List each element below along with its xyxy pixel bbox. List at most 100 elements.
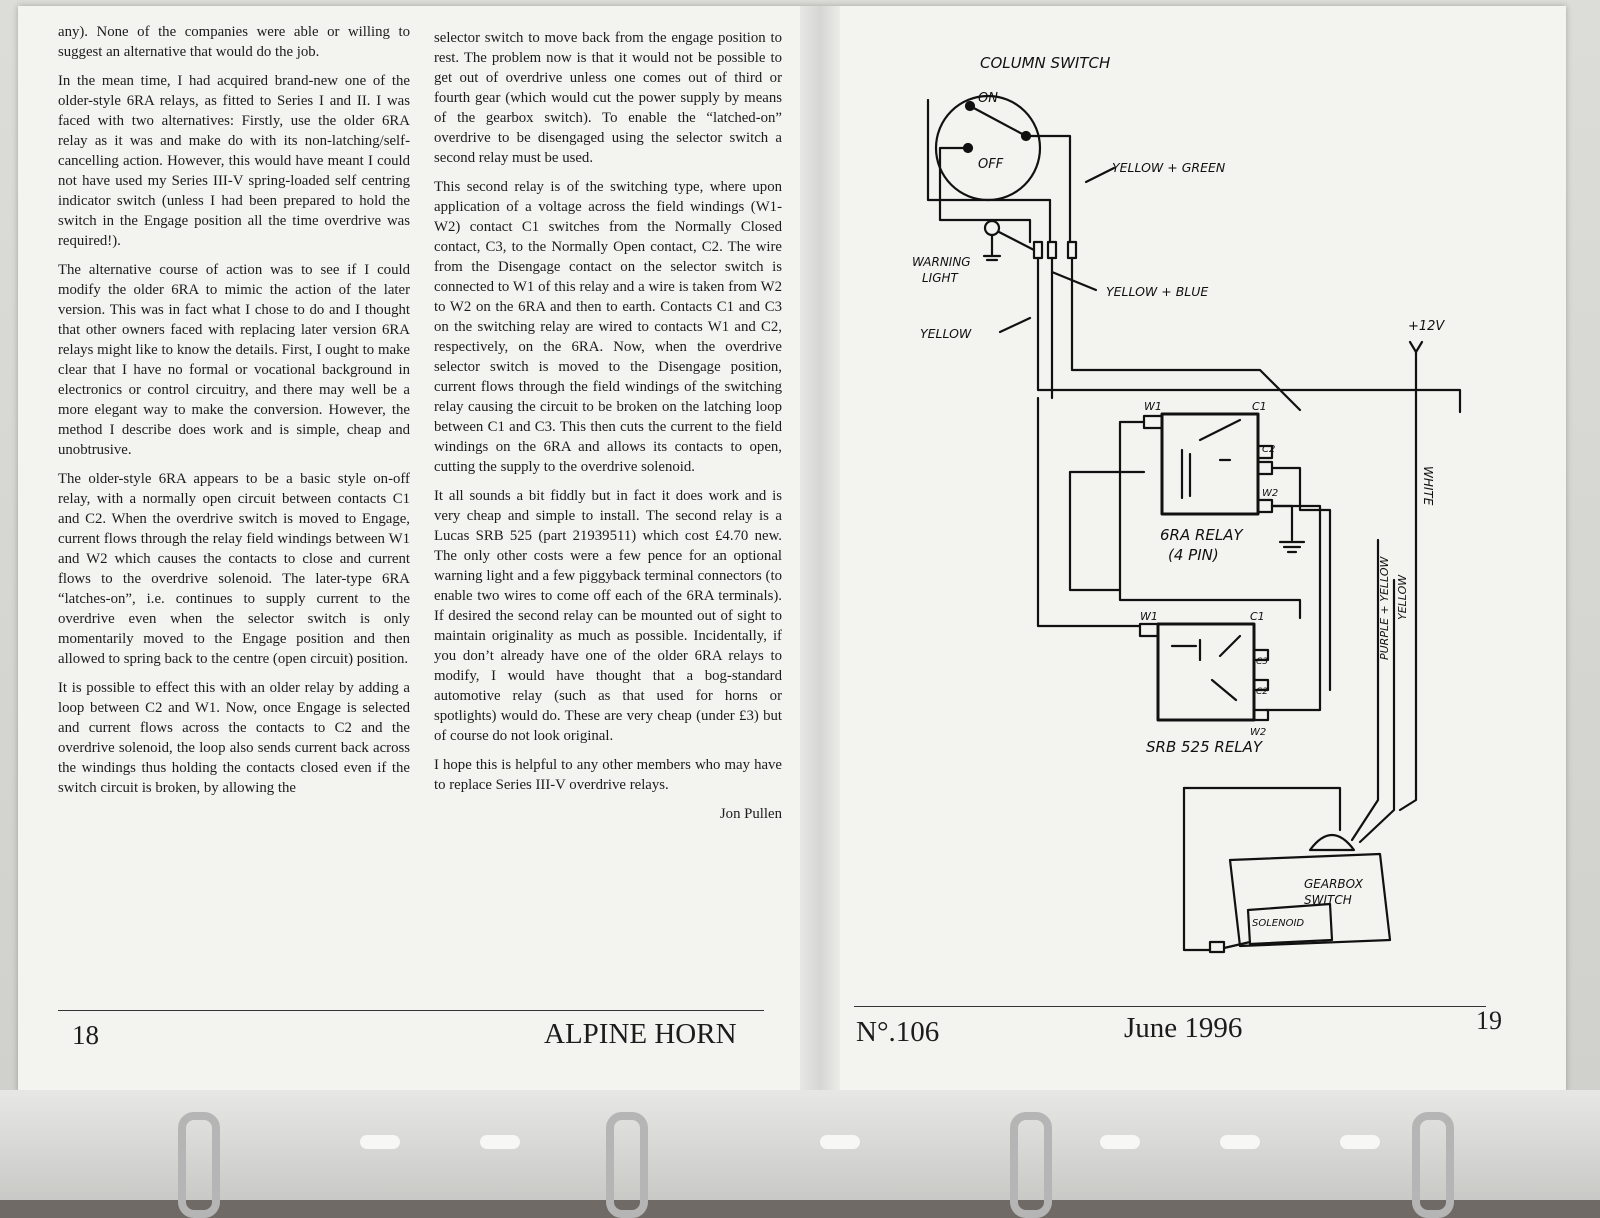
label-gearbox: GEARBOX — [1304, 877, 1364, 891]
label-c2: C2 — [1262, 444, 1275, 455]
page-number-left: 18 — [72, 1020, 99, 1050]
arrow-yellow-blue — [1050, 270, 1098, 292]
label-off: OFF — [978, 157, 1004, 172]
punch-hole — [820, 1135, 860, 1149]
label-light: LIGHT — [922, 271, 960, 285]
terminal-c2b — [1256, 460, 1274, 476]
connector — [1046, 240, 1058, 260]
binder-ring — [606, 1112, 648, 1218]
wire-purple-yellow — [1350, 538, 1380, 842]
solenoid-outline — [1246, 902, 1334, 946]
magazine-spread — [18, 6, 1566, 1092]
warning-light-bulb — [983, 219, 1001, 237]
punch-hole — [1100, 1135, 1140, 1149]
relay-6ra-body — [1160, 412, 1260, 516]
wire-gearbox — [1182, 786, 1212, 952]
wire-off — [926, 98, 1052, 244]
wire-loop — [1068, 470, 1146, 592]
wire-w1 — [1036, 396, 1142, 628]
wire-c2-solenoid — [1270, 466, 1332, 692]
wire-earth — [1270, 504, 1294, 542]
page-gutter — [800, 6, 840, 1092]
article-column-middle: selector switch to move back from the en… — [434, 28, 782, 824]
author-name: Jon Pullen — [719, 806, 782, 822]
relay-srb525-body — [1156, 622, 1256, 722]
paragraph: I hope this is helpful to any other memb… — [434, 757, 782, 793]
wire-gearbox — [1222, 940, 1252, 950]
label-yellow-green: YELLOW + GREEN — [1112, 160, 1226, 175]
label-switch: SWITCH — [1304, 893, 1352, 907]
label-srb525-relay: SRB 525 RELAY — [1146, 738, 1264, 756]
terminal-c3 — [1252, 648, 1270, 662]
label-c1: C1 — [1252, 400, 1267, 413]
label-purple-yellow: PURPLE + YELLOW — [1378, 556, 1391, 660]
label-column-switch: COLUMN SWITCH — [980, 54, 1110, 72]
label-c1: C1 — [1250, 610, 1265, 623]
paragraph: This second relay is of the switching ty… — [434, 179, 782, 475]
label-warning: WARNING — [912, 255, 971, 269]
label-yellow: YELLOW — [920, 326, 972, 341]
arrow-12v — [1408, 340, 1424, 354]
connector — [1066, 240, 1078, 260]
label-6ra-relay: 6RA RELAY — [1160, 526, 1245, 544]
label-yellow-vertical: YELLOW — [1396, 574, 1409, 620]
label-4-pin: (4 PIN) — [1168, 546, 1219, 564]
punch-hole — [1220, 1135, 1260, 1149]
wire-yellow-green — [1024, 134, 1072, 244]
wire-gearbox — [1182, 786, 1342, 832]
wire-down — [1070, 256, 1302, 412]
label-white: WHITE — [1421, 466, 1435, 506]
paragraph: any). None of the companies were able or… — [58, 24, 410, 60]
arrow-yellow — [998, 316, 1032, 334]
binder-ring — [1010, 1112, 1052, 1218]
punch-hole — [480, 1135, 520, 1149]
paragraph: It is possible to effect this with an ol… — [58, 680, 410, 796]
label-w2: W2 — [1250, 727, 1266, 738]
switch-lever — [968, 104, 1028, 138]
issue-number: N°.106 — [856, 1016, 940, 1048]
paragraph: The older-style 6RA appears to be a basi… — [58, 471, 410, 667]
terminal-w1 — [1142, 414, 1164, 430]
terminal-w2 — [1256, 498, 1274, 514]
label-12v: +12V — [1408, 319, 1445, 334]
punch-hole — [360, 1135, 400, 1149]
terminal-w1 — [1138, 622, 1160, 638]
warning-light-lead — [997, 230, 1036, 252]
label-on: ON — [978, 91, 998, 106]
wire-switch — [938, 146, 1032, 244]
binder-base — [0, 1090, 1600, 1200]
connector — [1032, 240, 1044, 260]
gearbox-outline — [1228, 852, 1392, 948]
label-c3: C3 — [1256, 657, 1268, 667]
arrow-yellow-green — [1084, 166, 1116, 184]
relay-internals — [1170, 634, 1242, 702]
publication-title: ALPINE HORN — [544, 1018, 737, 1050]
terminal-c2 — [1252, 678, 1270, 692]
page-number-right: 19 — [1476, 1006, 1502, 1035]
wire-yellow — [1036, 256, 1462, 414]
paragraph: It all sounds a bit fiddly but in fact i… — [434, 488, 782, 744]
terminal-c2 — [1256, 444, 1274, 460]
binder-ring — [178, 1112, 220, 1218]
wire-white — [1398, 350, 1418, 812]
footer-rule-right — [854, 1006, 1486, 1007]
paragraph: In the mean time, I had acquired brand-n… — [58, 73, 410, 249]
wire-yellow-vertical — [1358, 578, 1396, 844]
issue-date: June 1996 — [1124, 1012, 1243, 1044]
gearbox-switch-symbol — [1308, 834, 1356, 852]
binder-ring — [1412, 1112, 1454, 1218]
terminal-w2 — [1252, 708, 1270, 722]
author-signature-row: Jon Pullen — [434, 804, 782, 824]
paragraph: selector switch to move back from the en… — [434, 30, 782, 166]
label-yellow-blue: YELLOW + BLUE — [1106, 284, 1208, 299]
wire-loop — [1118, 420, 1302, 620]
connector — [1208, 940, 1226, 954]
article-column-left: any). None of the companies were able or… — [58, 22, 410, 807]
relay-internals — [1180, 418, 1242, 500]
footer-rule-left — [58, 1010, 764, 1011]
label-w1: W1 — [1140, 610, 1158, 623]
label-w2: W2 — [1262, 488, 1278, 499]
overdrive-wiring-diagram: COLUMN SWITCH ON OFF YELLOW + GREEN WARN… — [912, 54, 1462, 954]
label-w1: W1 — [1144, 400, 1162, 413]
paragraph: The alternative course of action was to … — [58, 262, 410, 458]
